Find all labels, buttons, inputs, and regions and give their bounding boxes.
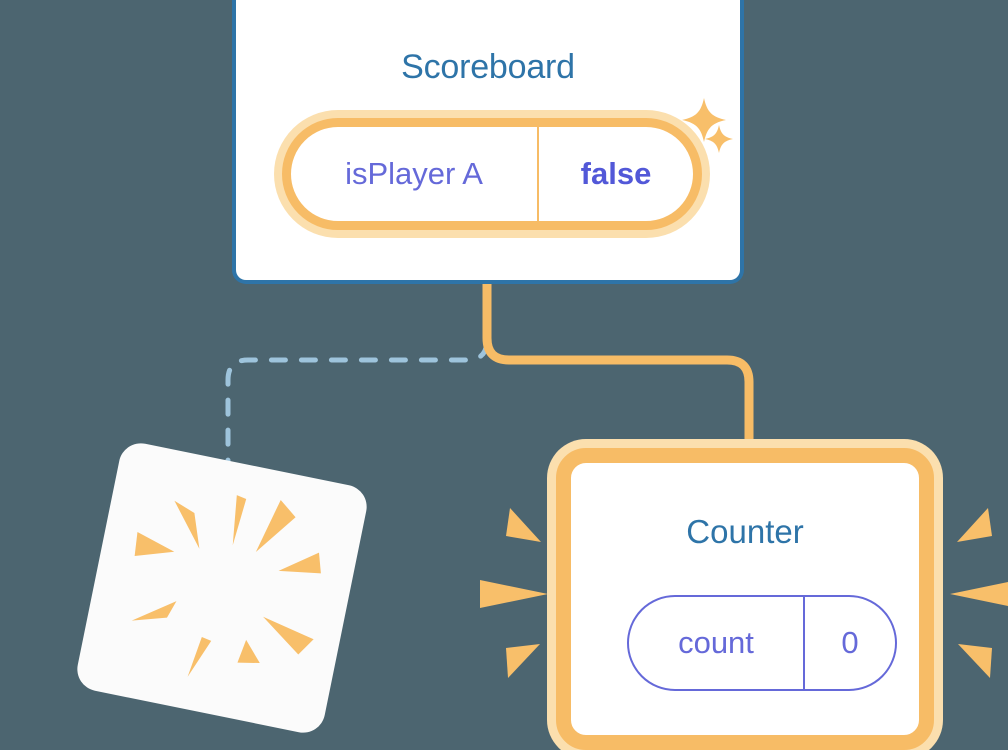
counter-title: Counter <box>686 513 804 550</box>
burst-ray <box>174 500 200 549</box>
node-card-blank-tilted[interactable] <box>73 439 371 737</box>
counter-burst-right <box>950 508 1008 678</box>
burst-ray <box>480 580 548 608</box>
burst-ray <box>232 495 247 546</box>
burst-ray <box>958 644 992 678</box>
burst-ray <box>957 508 992 542</box>
scoreboard-title: Scoreboard <box>401 48 575 86</box>
burst-ray <box>237 639 260 664</box>
burst-ray <box>134 532 175 556</box>
connector-scoreboard-to-counter <box>482 277 754 475</box>
scoreboard-property-pill[interactable]: isPlayer A false <box>282 118 702 230</box>
node-card-scoreboard[interactable]: Scoreboard isPlayer A false <box>232 0 744 284</box>
tilted-card-burst <box>131 495 321 677</box>
sparkle-large-icon <box>682 98 726 142</box>
scoreboard-property-key: isPlayer A <box>291 127 539 221</box>
connector-scoreboard-to-blank-card <box>225 281 490 473</box>
scoreboard-property-value: false <box>580 156 652 191</box>
burst-ray <box>263 616 314 655</box>
burst-ray <box>255 499 296 553</box>
burst-ray <box>950 582 1008 606</box>
burst-ray <box>187 636 212 677</box>
counter-property-pill[interactable]: count 0 <box>627 595 897 691</box>
four-point-star-icon <box>705 125 733 153</box>
node-card-counter[interactable]: Counter count 0 <box>556 448 934 750</box>
sparkle-small-icon <box>705 125 733 153</box>
four-point-star-icon <box>682 98 726 142</box>
counter-property-key: count <box>629 597 805 689</box>
counter-property-value: 0 <box>841 625 859 660</box>
burst-ray <box>506 644 540 678</box>
burst-ray <box>278 552 321 574</box>
burst-ray <box>506 508 541 542</box>
counter-burst-left <box>480 508 548 678</box>
burst-ray <box>131 601 177 621</box>
